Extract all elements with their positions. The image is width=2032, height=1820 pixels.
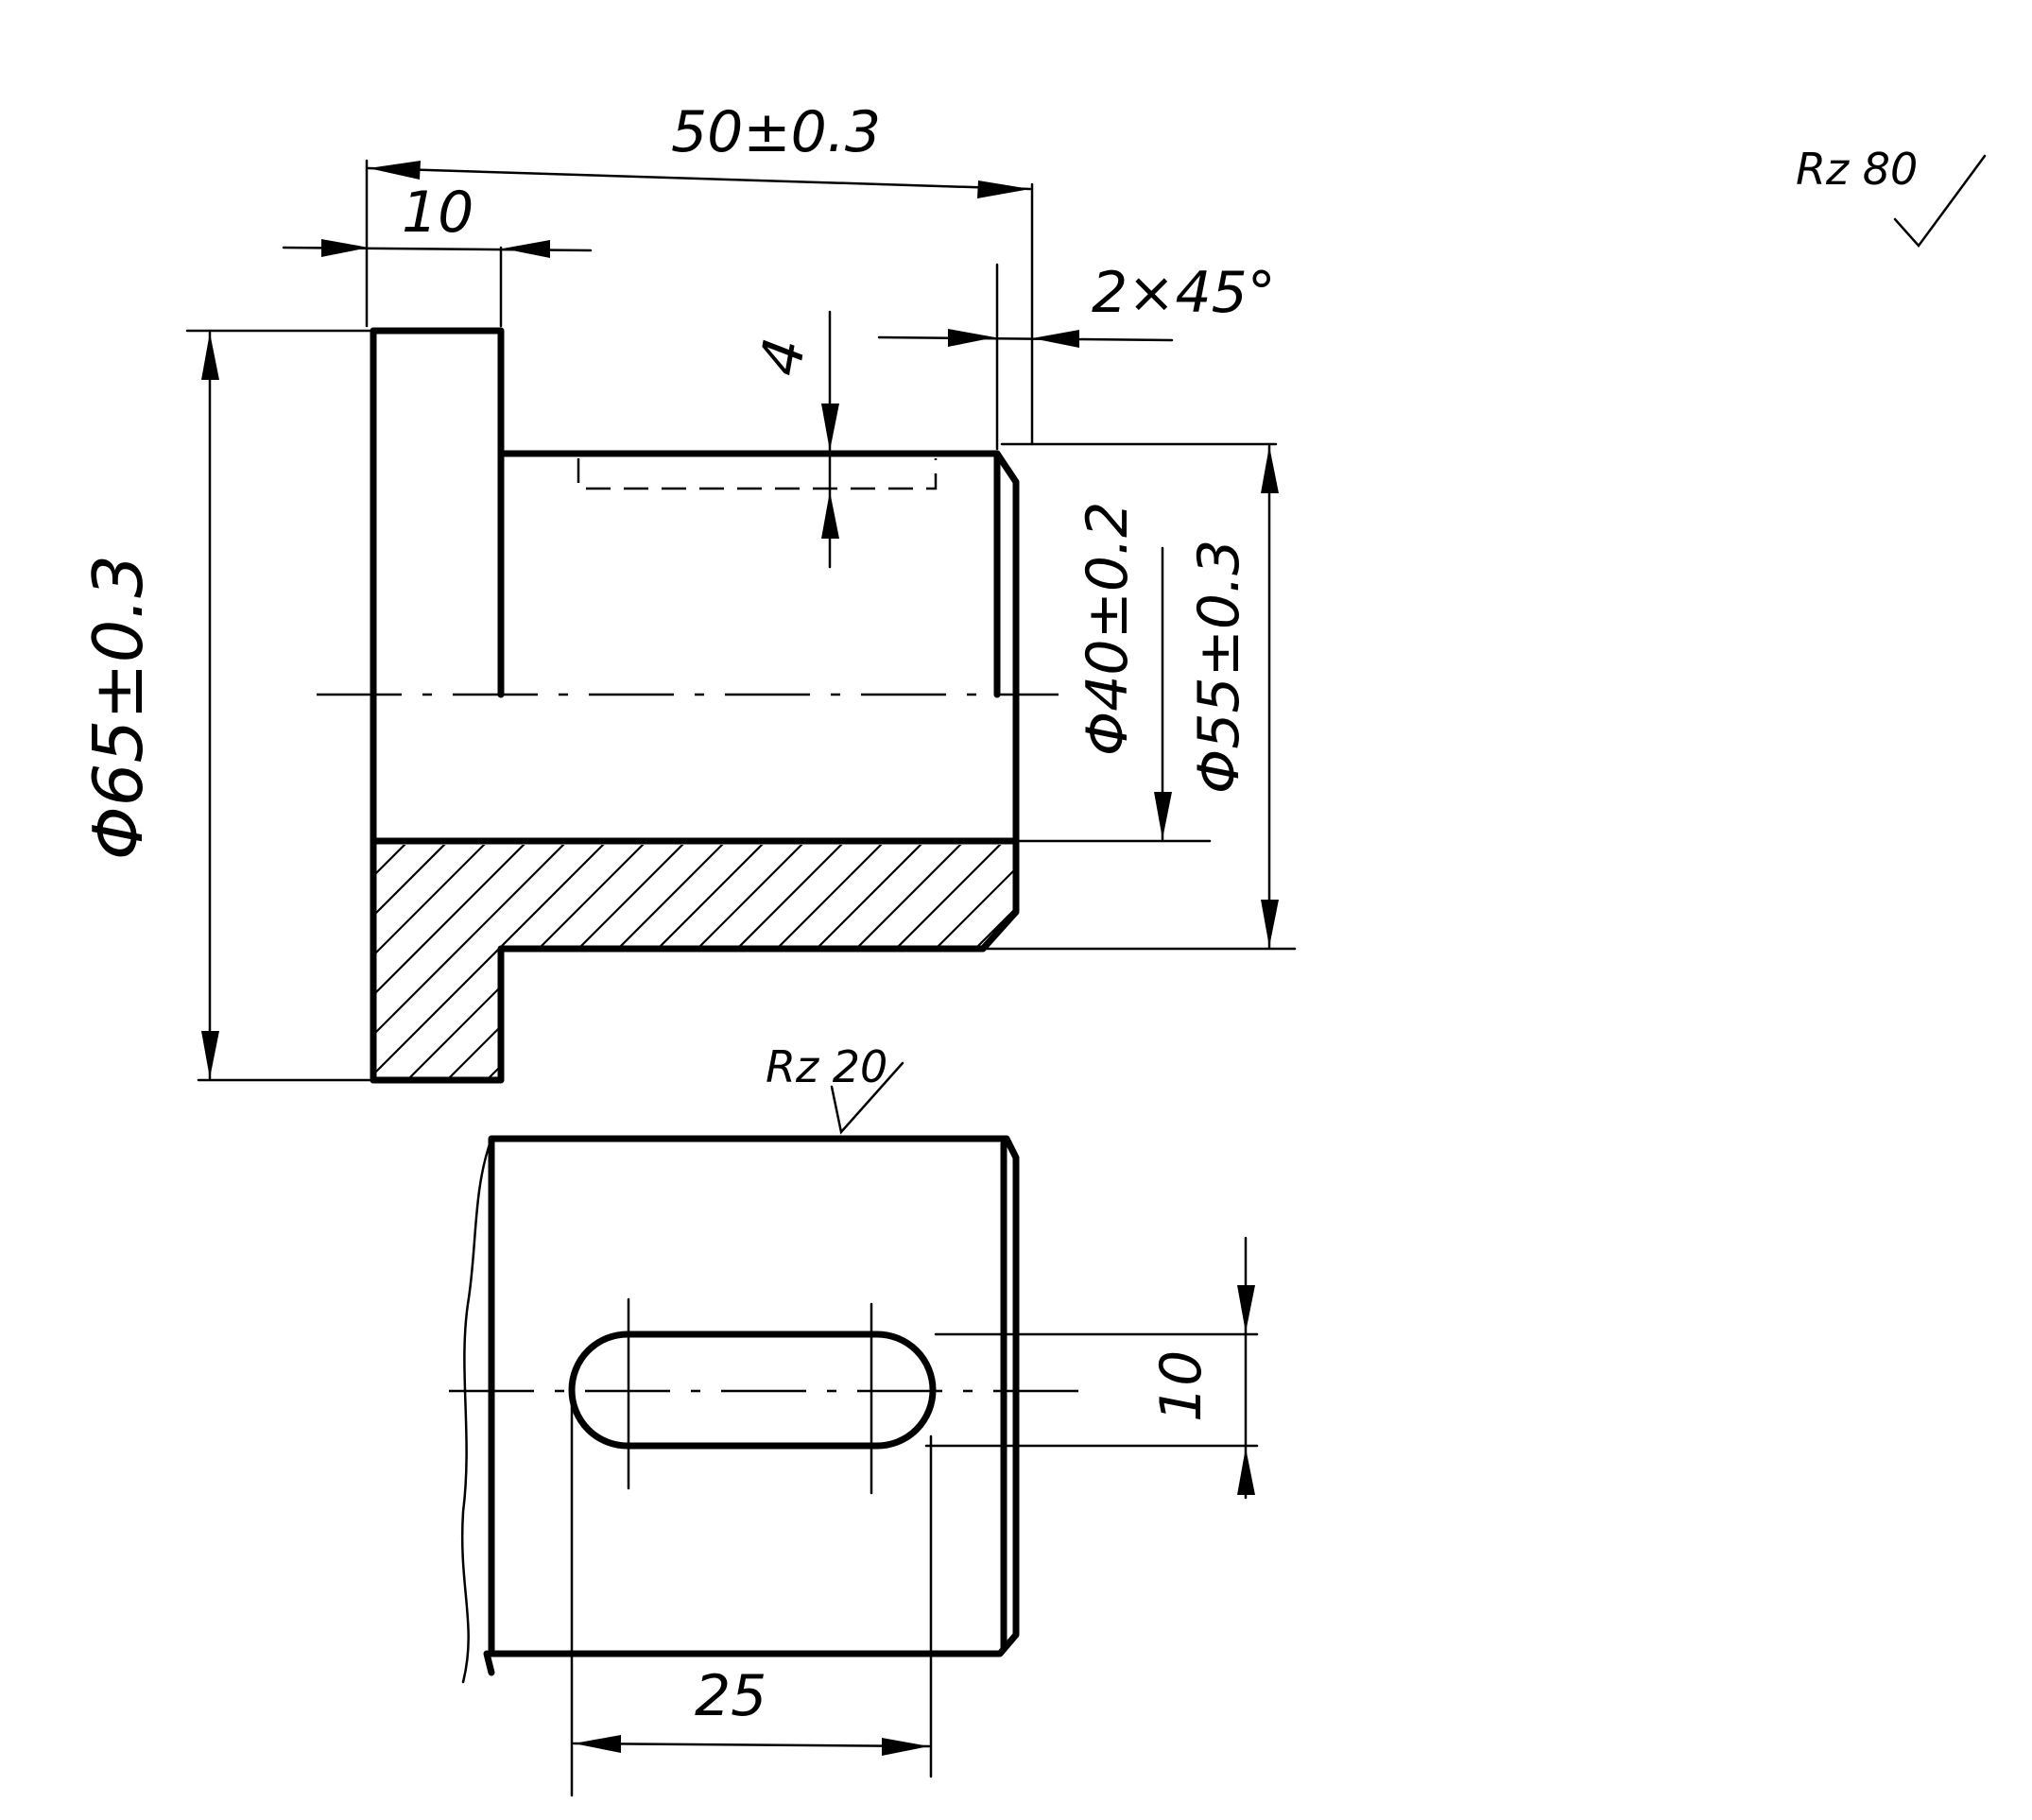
hatch-line — [373, 845, 575, 1080]
front-section-view — [317, 327, 1526, 1084]
dim-flange-diameter: Φ65±0.3 — [78, 555, 158, 860]
hatch-line — [525, 845, 773, 1080]
dim-slot-width: 10 — [1148, 1350, 1214, 1422]
surface-finish-general-symbol: Rz 80 — [1796, 144, 1987, 248]
hatch-line — [1281, 834, 1526, 1080]
hatch-line — [406, 845, 654, 1080]
dim-flange-width: 10 — [402, 180, 474, 246]
hatch-line — [373, 845, 456, 1080]
break-line — [460, 1137, 493, 1684]
hidden-groove — [577, 458, 938, 490]
top-view-outline — [488, 1135, 1020, 1657]
dim-bore-diameter: Φ40±0.2 — [1075, 502, 1141, 756]
hatch-line — [922, 845, 1016, 1080]
hatch-line — [1241, 834, 1487, 1080]
hatch-line — [1162, 834, 1407, 1080]
dim-shaft-diameter: Φ55±0.3 — [1186, 540, 1252, 794]
hatch-line — [373, 845, 535, 1080]
surface-finish-local: Rz 20 — [766, 1041, 887, 1092]
dim-slot-length: 25 — [695, 1663, 766, 1729]
hatch-line — [1042, 834, 1288, 1080]
hatch-line — [1122, 834, 1368, 1080]
hatch-line — [883, 845, 1016, 1080]
hatch-line — [1201, 834, 1447, 1080]
dimensions-front: 50±0.3 10 2×45° 4 Φ40±0.2 Φ55±0.3 Φ6 — [78, 99, 1297, 1082]
hatch-line — [962, 845, 1016, 1080]
hatch-line — [1082, 834, 1328, 1080]
dim-groove-depth: 4 — [748, 334, 819, 381]
top-view: Rz 20 — [449, 1041, 1087, 1684]
surface-finish-general: Rz 80 — [1796, 144, 1918, 195]
part-outline — [370, 327, 505, 1084]
hatch-line — [373, 845, 376, 1080]
dim-length-overall: 50±0.3 — [671, 99, 881, 165]
hatch-line — [486, 845, 733, 1080]
hatch-line — [373, 845, 614, 1080]
hatch-line — [1002, 845, 1016, 1080]
dim-chamfer: 2×45° — [1092, 260, 1276, 326]
hatch-line — [446, 845, 694, 1080]
dimensions-top: 10 25 — [570, 1236, 1259, 1797]
shaft-top-edge — [370, 450, 1020, 1084]
hatch-line — [373, 845, 495, 1080]
hatch-line — [373, 845, 416, 1080]
